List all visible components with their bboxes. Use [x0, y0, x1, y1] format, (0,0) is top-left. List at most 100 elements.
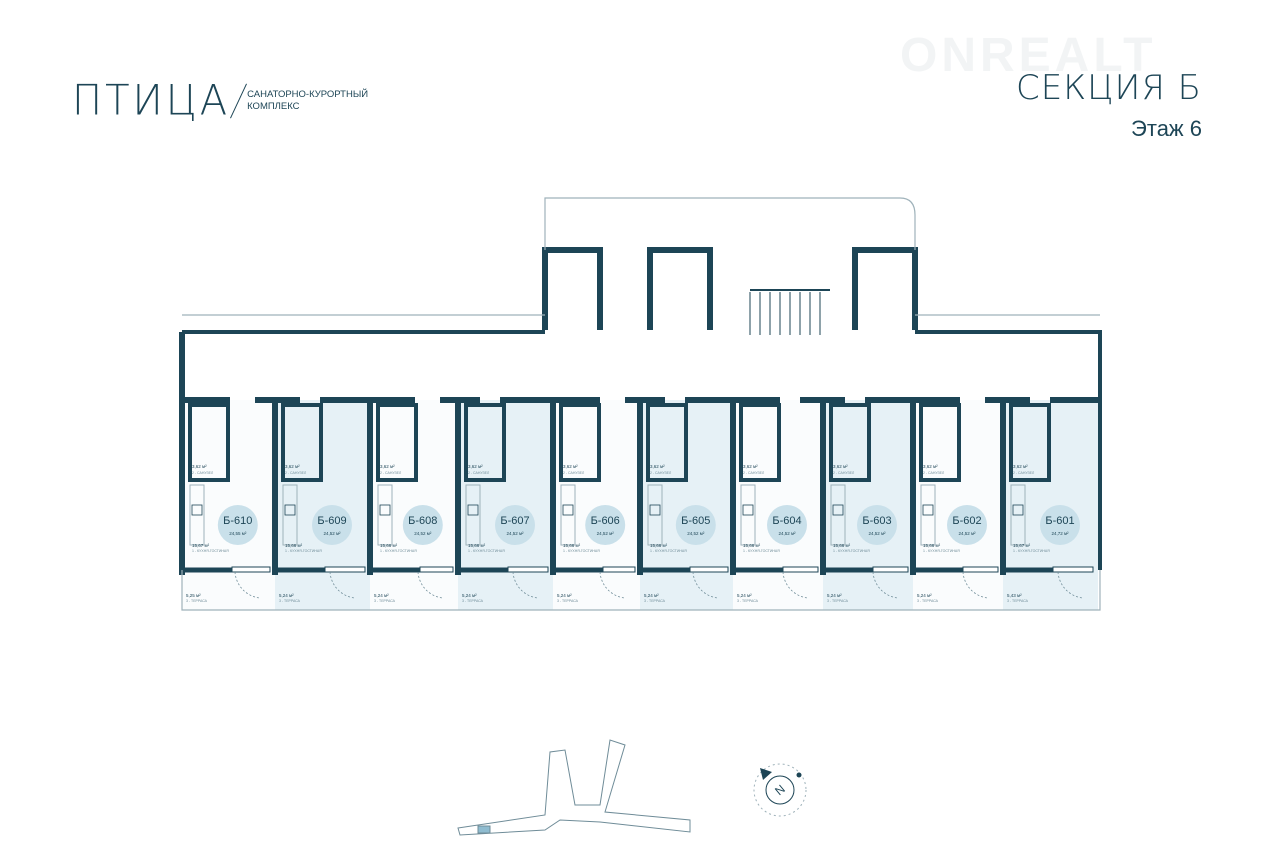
unit-badge	[767, 505, 807, 545]
unit-total-area: 24,52 м²	[868, 531, 886, 536]
stove-icon	[562, 504, 574, 516]
compass-letter: N	[772, 782, 788, 798]
terrace-label: 3 - ТЕРРАСА	[374, 599, 396, 603]
bath-label: 2 - САНУЗЕЛ	[743, 471, 765, 475]
stairs	[749, 292, 821, 335]
bathroom-walls	[281, 403, 323, 482]
plan-title: СЕКЦИЯ Б Этаж 6	[1016, 68, 1202, 142]
terrace-area: 5,24 м²	[279, 593, 294, 598]
unit-badge	[312, 505, 352, 545]
kitchen-counter	[920, 484, 936, 546]
kitchen-area: 15,66 м²	[923, 543, 941, 548]
kitchen-counter	[189, 484, 205, 546]
stove-icon	[832, 504, 844, 516]
unit-total-area: 24,52 м²	[958, 531, 976, 536]
bathroom-walls	[559, 403, 601, 482]
walls	[179, 247, 1102, 570]
terrace-label: 3 - ТЕРРАСА	[917, 599, 939, 603]
terrace-area: 5,24 м²	[374, 593, 389, 598]
north-arrow-icon	[760, 768, 772, 780]
kitchen-area: 15,67 м²	[192, 543, 210, 548]
stove-icon	[922, 504, 934, 516]
unit-number: Б-610	[223, 515, 252, 527]
terrace-area: 5,24 м²	[737, 593, 752, 598]
bath-area: 3,62 м²	[192, 464, 207, 469]
bath-area: 3,62 м²	[743, 464, 758, 469]
bath-label: 2 - САНУЗЕЛ	[380, 471, 402, 475]
floor-title: Этаж 6	[1131, 116, 1202, 141]
kitchen-counter	[282, 484, 298, 546]
unit-badge	[585, 505, 626, 545]
terrace-label: 3 - ТЕРРАСА	[279, 599, 301, 603]
unit-badge	[217, 505, 258, 545]
kitchen-area: 15,66 м²	[833, 543, 851, 548]
stove-icon	[379, 504, 391, 516]
bathroom-walls	[919, 403, 961, 482]
unit-total-area: 24,52 м²	[778, 531, 796, 536]
stove-icon	[191, 504, 203, 516]
kitchen-counter	[1010, 484, 1026, 546]
logo-wordmark: ПТИЦА	[72, 76, 231, 126]
logo-subtitle-2: КОМПЛЕКС	[247, 101, 300, 112]
key-plan	[457, 739, 691, 836]
bath-area: 3,62 м²	[563, 464, 578, 469]
bath-label: 2 - САНУЗЕЛ	[1013, 471, 1035, 475]
terrace-label: 3 - ТЕРРАСА	[827, 599, 849, 603]
unit-badge	[1040, 505, 1080, 545]
unit-badge	[857, 505, 897, 545]
kitchen-counter	[740, 484, 756, 546]
unit-total-area: 24,52 м²	[597, 531, 615, 536]
terrace-area: 5,25 м²	[186, 593, 201, 598]
kitchen-area: 15,66 м²	[285, 543, 303, 548]
unit-total-area: 24,52 м²	[414, 531, 432, 536]
watermark: ONREALT	[900, 29, 1157, 82]
terrace-area: 5,24 м²	[462, 593, 477, 598]
bath-area: 3,62 м²	[923, 464, 938, 469]
bath-label: 2 - САНУЗЕЛ	[468, 471, 490, 475]
kitchen-label: 1 - КУХНЯ-ГОСТИНАЯ	[563, 549, 600, 553]
unit-badge	[675, 505, 716, 545]
bath-area: 3,62 м²	[380, 464, 395, 469]
terrace-area: 5,24 м²	[644, 593, 659, 598]
terrace-label: 3 - ТЕРРАСА	[644, 599, 666, 603]
kitchen-area: 15,66 м²	[563, 543, 581, 548]
terrace-area: 5,24 м²	[827, 593, 842, 598]
section-title: СЕКЦИЯ Б	[1016, 68, 1202, 108]
kitchen-label: 1 - КУХНЯ-ГОСТИНАЯ	[650, 549, 687, 553]
stove-icon	[284, 504, 296, 516]
unit-total-area: 24,52 м²	[323, 531, 341, 536]
stove-icon	[649, 504, 661, 516]
unit-total-area: 24,52 м²	[506, 531, 524, 536]
unit-number: Б-605	[681, 515, 710, 527]
unit-number: Б-609	[317, 515, 346, 527]
balcony-outline	[181, 197, 1101, 611]
bath-label: 2 - САНУЗЕЛ	[563, 471, 585, 475]
bath-label: 2 - САНУЗЕЛ	[833, 471, 855, 475]
terrace-label: 3 - ТЕРРАСА	[462, 599, 484, 603]
kitchen-area: 15,66 м²	[468, 543, 486, 548]
unit-number: Б-603	[862, 515, 891, 527]
bathroom-walls	[829, 403, 871, 482]
unit-total-area: 24,72 м²	[1051, 531, 1069, 536]
unit-number: Б-602	[952, 515, 981, 527]
kitchen-counter	[830, 484, 846, 546]
unit-number: Б-608	[408, 515, 437, 527]
kitchen-label: 1 - КУХНЯ-ГОСТИНАЯ	[1013, 549, 1050, 553]
kitchen-area: 15,66 м²	[650, 543, 668, 548]
core-walls	[542, 247, 918, 330]
kitchen-counter	[560, 484, 576, 546]
terrace-label: 3 - ТЕРРАСА	[1007, 599, 1029, 603]
unit-total-area: 24,55 м²	[229, 531, 247, 536]
stove-icon	[742, 504, 754, 516]
bathroom-walls	[1009, 403, 1051, 482]
